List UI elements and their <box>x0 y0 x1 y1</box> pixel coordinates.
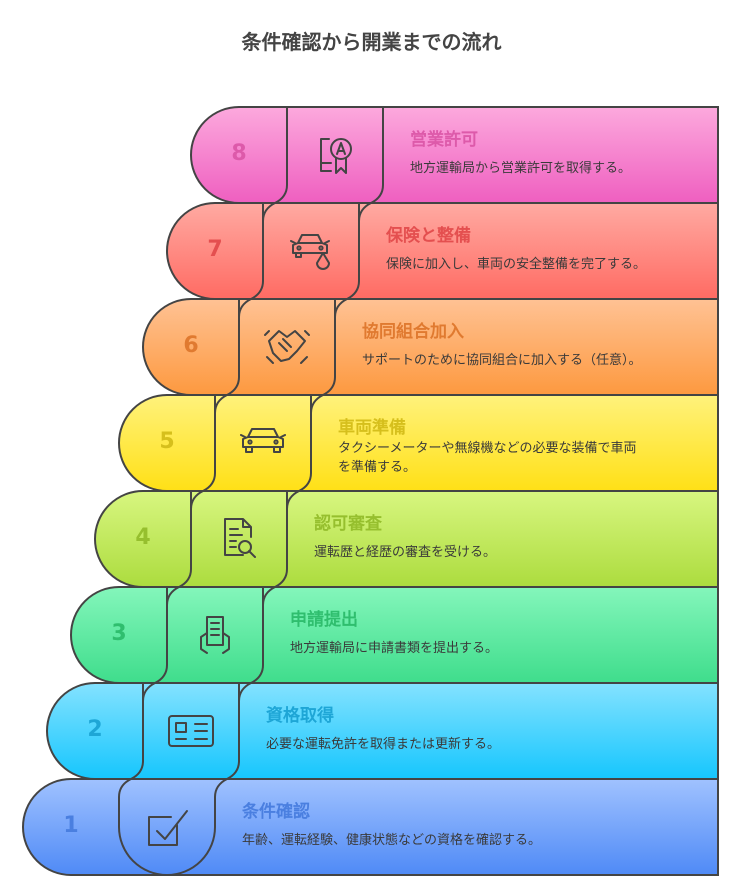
step-title: 資格取得 <box>266 706 334 726</box>
handshake-icon <box>264 330 310 364</box>
document-search-icon <box>224 518 256 558</box>
step-6-tab-outline <box>214 299 336 414</box>
step-4-shape <box>94 490 719 588</box>
step-title: 保険と整備 <box>386 226 471 246</box>
certificate-award-icon <box>320 138 352 174</box>
checkbox-icon <box>148 810 188 846</box>
step-description: 地方運輸局に申請書類を提出する。 <box>290 641 499 656</box>
step-4-tab-outline <box>166 491 288 606</box>
step-7-shape <box>166 202 719 300</box>
step-title: 認可審査 <box>314 514 382 534</box>
step-number: 8 <box>231 141 247 166</box>
step-description: タクシーメーターや無線機などの必要な装備で車両を準備する。 <box>338 441 637 475</box>
car-icon <box>240 428 286 453</box>
step-6-shape <box>142 298 719 396</box>
step-description: 地方運輸局から営業許可を取得する。 <box>410 161 632 176</box>
step-description: 年齢、運転経験、健康状態などの資格を確認する。 <box>242 833 542 848</box>
step-3-tab-outline <box>142 587 264 702</box>
step-title: 条件確認 <box>242 802 310 822</box>
hand-document-icon <box>200 616 230 654</box>
step-title: 営業許可 <box>410 130 478 150</box>
step-1-tab-outline <box>118 797 216 876</box>
step-description: サポートのために協同組合に加入する（任意）。 <box>362 353 642 368</box>
step-8-tab-outline <box>262 107 384 222</box>
step-2-tab-outline <box>118 683 240 798</box>
car-oil-drop-icon <box>290 234 330 270</box>
step-number: 2 <box>87 717 103 742</box>
step-7-tab-outline <box>238 203 360 318</box>
step-8-shape <box>190 106 719 204</box>
step-number: 1 <box>63 813 79 838</box>
step-title: 車両準備 <box>338 418 406 438</box>
step-number: 6 <box>183 333 199 358</box>
step-title: 協同組合加入 <box>362 322 464 342</box>
step-number: 5 <box>159 429 175 454</box>
step-description: 保険に加入し、車両の安全整備を完了する。 <box>386 257 647 272</box>
step-number: 3 <box>111 621 127 646</box>
step-description: 必要な運転免許を取得または更新する。 <box>266 737 501 752</box>
step-5-tab-outline <box>190 395 312 510</box>
step-number: 4 <box>135 525 151 550</box>
diagram-title: 条件確認から開業までの流れ <box>241 30 502 54</box>
step-description: 運転歴と経歴の審査を受ける。 <box>314 545 497 560</box>
step-1-shape <box>22 778 719 876</box>
id-card-icon <box>168 715 214 747</box>
step-2-shape <box>46 682 719 780</box>
step-number: 7 <box>207 237 223 262</box>
step-title: 申請提出 <box>290 610 358 630</box>
